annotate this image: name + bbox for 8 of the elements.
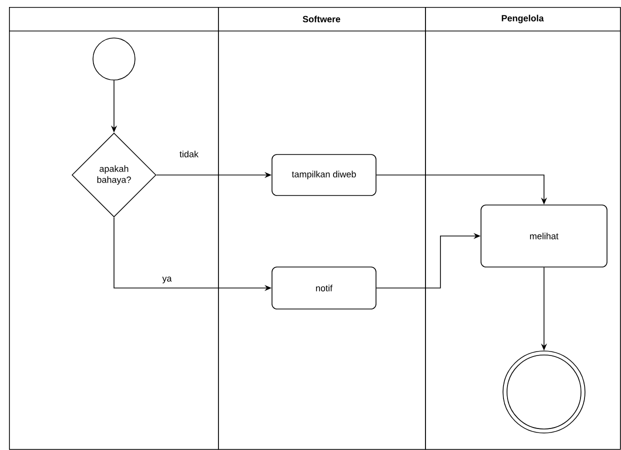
end-node (502, 350, 586, 434)
activity-box: melihat (480, 204, 608, 268)
activity-box: tampilkan diweb (272, 154, 376, 196)
edge-label: tidak (178, 150, 200, 158)
activity-box: notif (272, 266, 376, 310)
start-node (92, 38, 136, 80)
swimlane (8, 7, 219, 450)
edge-label: ya (161, 276, 173, 284)
